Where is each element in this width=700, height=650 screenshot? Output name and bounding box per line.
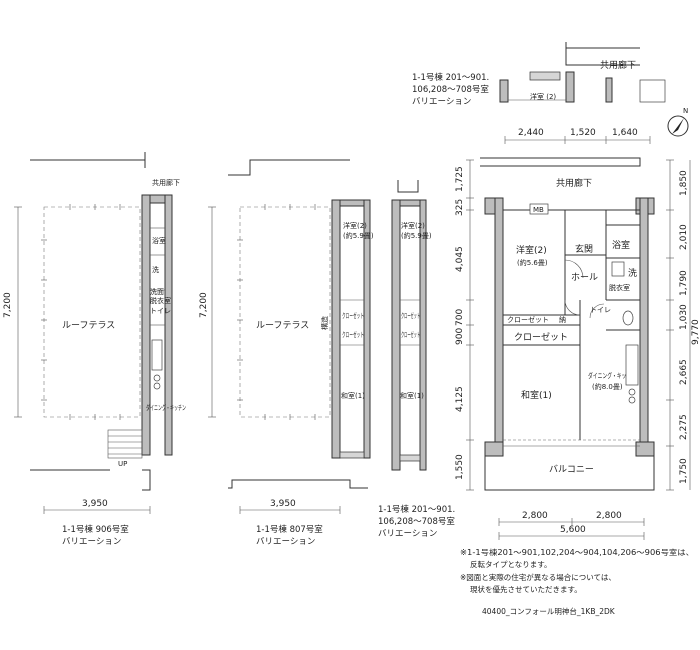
p1-height-dim: 7,200 bbox=[3, 292, 13, 318]
p2-caption-2: バリエーション bbox=[256, 537, 315, 547]
p3-closet-label-1: クローゼット bbox=[401, 311, 420, 320]
p2-roof-terrace-label: ルーフテラス bbox=[256, 320, 309, 331]
north-arrow: N bbox=[667, 107, 689, 137]
p1-bath-label: 浴室 bbox=[152, 236, 166, 245]
main-bottom-total-dim: 5,600 bbox=[560, 525, 586, 535]
p1-toilet-label: トイレ bbox=[150, 307, 171, 315]
note-line-4: 現状を優先させていただきます。 bbox=[470, 584, 582, 594]
p2-closet-label-1: クローゼット bbox=[342, 311, 364, 320]
p3-closet-label-2: クローゼット bbox=[401, 330, 420, 339]
main-japanese-room-label: 和室(1) bbox=[521, 389, 552, 401]
main-right-total-dim: 9,770 bbox=[691, 319, 700, 345]
main-bottom-dim-b: 2,800 bbox=[596, 511, 622, 521]
main-left-dim-1: 1,725 bbox=[455, 166, 465, 192]
main-right-dim-7: 1,750 bbox=[679, 458, 689, 484]
top-variation-plan: 洋室 (2) 共用廊下 bbox=[499, 42, 666, 103]
main-right-dim-4: 1,030 bbox=[679, 304, 689, 330]
p2-closet-label-2: クローゼット bbox=[342, 330, 364, 339]
p1-width-dim: 3,950 bbox=[82, 499, 108, 509]
main-entrance-label: 玄関 bbox=[575, 243, 593, 255]
main-hall-label: ホール bbox=[571, 272, 598, 283]
p2-width-dim: 3,950 bbox=[270, 499, 296, 509]
note-line-1: ※1-1号棟201〜901,102,204〜904,104,206〜906号室は… bbox=[460, 547, 694, 557]
p2-structure-label: 構造 bbox=[320, 316, 329, 330]
main-closet-storage-label: クローゼット bbox=[507, 315, 549, 324]
main-storage-label: 納 bbox=[559, 315, 566, 324]
p1-corridor-label: 共用廊下 bbox=[152, 178, 180, 187]
main-corridor-label: 共用廊下 bbox=[556, 177, 592, 189]
main-right-dim-6: 2,275 bbox=[679, 414, 689, 440]
main-left-dim-3: 4,045 bbox=[455, 246, 465, 272]
p1-caption-1: 1-1号棟 906号室 bbox=[62, 524, 129, 535]
main-left-dim-5: 700 bbox=[455, 309, 465, 326]
p3-western-room-area: (約5.9畳) bbox=[401, 231, 432, 240]
main-toilet-label: トイレ bbox=[590, 306, 611, 314]
main-dk-label: ダイニング・キッチン bbox=[588, 371, 636, 380]
main-western-room-label: 洋室(2) bbox=[516, 244, 547, 256]
main-wash-label: 洗 bbox=[628, 267, 637, 279]
main-bath-label: 浴室 bbox=[612, 239, 630, 251]
main-top-dim-a: 2,440 bbox=[518, 128, 544, 138]
p2-japanese-room-label: 和室(1) bbox=[341, 391, 365, 400]
main-balcony-label: バルコニー bbox=[549, 464, 594, 475]
plan-variation-narrow: 洋室(2) (約5.9畳) クローゼット クローゼット 和室(1) bbox=[391, 180, 432, 471]
p3-caption-1: 1-1号棟 201〜901. bbox=[378, 504, 455, 515]
p2-height-dim: 7,200 bbox=[199, 292, 209, 318]
p3-japanese-room-label: 和室(1) bbox=[400, 391, 424, 400]
main-dressing-label: 脱衣室 bbox=[609, 283, 630, 292]
top-variation-caption-2: 106,208〜708号室 bbox=[412, 84, 489, 95]
main-plan: 2,440 1,520 1,640 共用廊下 MB bbox=[455, 128, 700, 540]
main-western-room-area: (約5.6畳) bbox=[517, 258, 548, 267]
top-western-room-label: 洋室 (2) bbox=[530, 92, 556, 101]
main-left-dim-7: 1,550 bbox=[455, 454, 465, 480]
p1-caption-2: バリエーション bbox=[62, 537, 121, 547]
main-dk-area: (約8.0畳) bbox=[592, 382, 623, 391]
p1-up-label: UP bbox=[118, 460, 127, 468]
main-closet-label: クローゼット bbox=[514, 331, 568, 343]
p3-caption-3: バリエーション bbox=[378, 529, 437, 539]
main-bottom-dim-a: 2,800 bbox=[522, 511, 548, 521]
p1-dk-label: ダイニング・キッチン bbox=[146, 403, 186, 412]
main-right-dim-1: 1,850 bbox=[679, 170, 689, 196]
main-left-dim-2: 325 bbox=[455, 199, 465, 216]
main-top-dim-b: 1,520 bbox=[570, 128, 596, 138]
p2-caption-1: 1-1号棟 807号室 bbox=[256, 524, 323, 535]
main-top-dim-c: 1,640 bbox=[612, 128, 638, 138]
p3-western-room-label: 洋室(2) bbox=[401, 221, 425, 230]
main-right-dim-5: 2,665 bbox=[679, 359, 689, 385]
top-common-corridor-label: 共用廊下 bbox=[600, 59, 636, 71]
top-variation-caption-3: バリエーション bbox=[412, 97, 471, 107]
main-left-dim-6: 4,125 bbox=[455, 386, 465, 412]
plan-906: 共用廊下 ルーフテラス 浴室 洗 洗面 脱衣室 トイレ ダイニング・キッチン U… bbox=[3, 152, 186, 514]
p1-washroom-label: 洗面 bbox=[150, 287, 164, 296]
main-left-dim-4: 900 bbox=[455, 328, 465, 345]
top-variation-caption-1: 1-1号棟 201〜901. bbox=[412, 72, 489, 83]
north-label: N bbox=[683, 107, 688, 115]
note-line-3: ※図面と実際の住宅が異なる場合については、 bbox=[460, 572, 616, 582]
p3-caption-2: 106,208〜708号室 bbox=[378, 516, 455, 527]
main-mb-label: MB bbox=[533, 206, 544, 214]
p2-western-room-label: 洋室(2) bbox=[343, 221, 367, 230]
note-line-2: 反転タイプとなります。 bbox=[470, 559, 552, 569]
p2-western-room-area: (約5.9畳) bbox=[343, 231, 374, 240]
plan-807: ルーフテラス 構造 洋室(2) (約5.9畳) クローゼット クローゼット 和室… bbox=[199, 159, 374, 514]
main-right-dim-2: 2,010 bbox=[679, 224, 689, 250]
p1-wash-label: 洗 bbox=[152, 265, 159, 274]
footer-code: 40400_コンフォール明神台_1KB_2DK bbox=[482, 606, 616, 616]
p1-dressing-label: 脱衣室 bbox=[150, 296, 171, 305]
p1-roof-terrace-label: ルーフテラス bbox=[62, 320, 115, 331]
main-right-dim-3: 1,790 bbox=[679, 270, 689, 296]
